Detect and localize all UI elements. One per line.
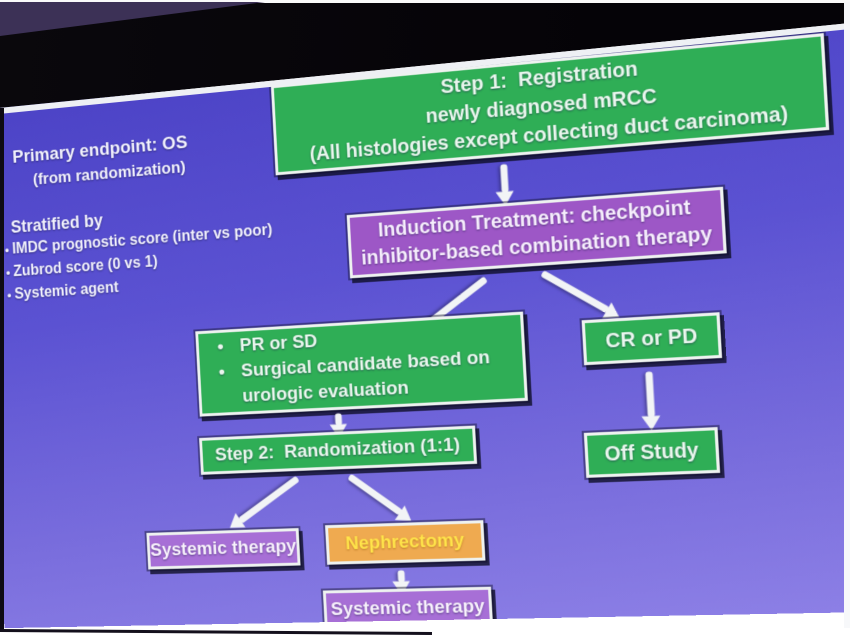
slide-bottom-edge-line [0,629,432,636]
photo-top-edge [0,0,850,3]
pr-sd-box: PR or SD Surgical candidate based on uro… [195,311,528,417]
stratified-item-zubrod: Zubrod score (0 vs 1) [6,254,158,282]
systemic-therapy-bottom-box: Systemic therapy [322,586,494,629]
induction-treatment-box: Induction Treatment: checkpoint inhibito… [346,186,727,279]
nephrectomy-box: Nephrectomy [325,520,486,565]
arrow-step1-to-induction [500,163,509,193]
cr-pd-box: CR or PD [581,312,723,366]
slide: Primary endpoint: OS (from randomization… [0,23,850,629]
photo-right-margin [844,2,850,628]
arrow-step2-to-nephrectomy [347,473,403,516]
step2-label: Step 2: Randomization (1:1) [214,434,461,466]
step2-randomization-box: Step 2: Randomization (1:1) [199,425,478,475]
arrow-prsd-to-step2 [334,413,343,426]
systemic-therapy-left-box: Systemic therapy [146,528,301,570]
nephrectomy-label: Nephrectomy [344,529,465,555]
arrow-crpd-to-offstudy [645,371,656,418]
arrow-nephrectomy-to-systemic-therapy [397,570,406,583]
off-study-label: Off Study [603,438,700,466]
arrow-induction-to-crpd [540,270,610,314]
cr-pd-label: CR or PD [604,324,698,353]
off-study-box: Off Study [583,427,721,478]
stratified-item-systemic-agent: Systemic agent [7,279,119,304]
photo-left-border [0,108,4,632]
stratified-by-title: Stratified by [10,210,104,237]
arrow-step2-to-systemic-therapy [238,475,300,524]
systemic-therapy-bottom-label: Systemic therapy [330,595,486,621]
systemic-therapy-left-label: Systemic therapy [149,536,297,561]
